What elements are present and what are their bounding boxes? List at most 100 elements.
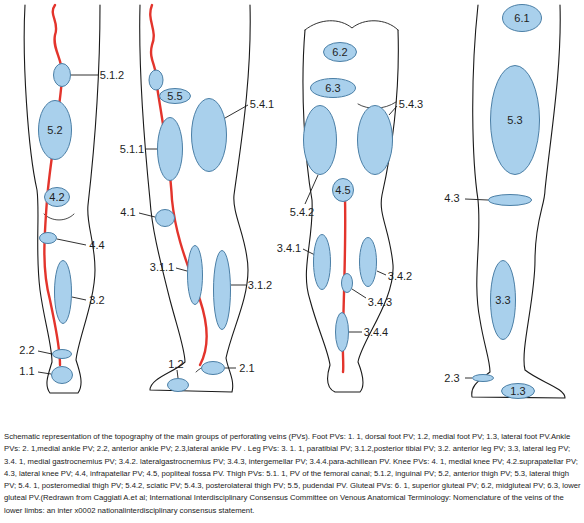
perforator-ellipse [311,79,356,98]
leader-line [303,249,315,255]
leader-line [177,370,178,378]
perforator-ellipse [187,245,203,305]
perforator-group: 3.3 [490,260,516,340]
perforator-ellipse [45,188,70,207]
perforator-ellipse [156,210,175,227]
perforator-group: 5.5 [159,88,191,104]
callout-number: 2.3 [444,372,459,384]
perforator-group: 6.1 [502,4,542,32]
callout-number: 5.4.2 [290,206,314,218]
callout-number: 2.1 [239,362,254,374]
perforator-group: 5.4.3 [357,105,393,175]
perforator-group: 2.3 [472,374,494,382]
leader-line [176,268,187,271]
perforator-group: 3.4.1 [313,234,331,290]
callout-number: 4.4 [89,239,104,251]
callout-number: 6.1 [514,12,529,24]
perforator-group: 5.2 [38,100,72,160]
perforator-group: 4.5 [332,178,354,202]
callout-number: 4.3 [444,192,459,204]
perforator-group: 5.4.1 [191,98,227,172]
perforator-ellipse [53,63,71,87]
perforator-ellipse [359,237,377,287]
perforator-ellipse [502,384,535,399]
leader-line [38,372,51,374]
callout-number: 3.4.3 [368,296,392,308]
leader-line [465,378,472,379]
perforator-ellipse [188,246,203,305]
leader-line [38,351,52,354]
callout-number: 3.2 [89,294,104,306]
callout-number: 3.1.1 [150,261,174,273]
perforator-group: 5.1.2 [53,63,71,87]
perforator-ellipse [158,118,183,181]
great-saphenous-vein [150,5,207,365]
perforator-ellipse [503,5,542,32]
perforator-ellipse [191,98,227,172]
perforator-group: 5.3 [490,65,540,175]
leader-line [352,289,366,298]
perforator-ellipse [341,273,353,293]
callout-number: 4.5 [335,184,350,196]
perforator-ellipse [40,233,57,244]
leg-outline [472,5,565,398]
perforator-group: 6.3 [310,78,356,98]
perforator-ellipse [39,101,72,160]
leader-line [465,199,488,200]
perforator-ellipse [167,378,189,392]
callout-number: 3.3 [495,294,510,306]
perforator-ellipse [39,232,57,244]
perforator-ellipse [488,194,532,206]
perforator-group: 4.4 [39,232,57,244]
perforator-ellipse [54,260,72,324]
perforator-group: 3.2 [54,260,72,324]
leader-line [305,175,318,204]
perforator-ellipse [52,349,72,359]
perforator-group: 4.2 [44,187,70,207]
perforator-ellipse [52,367,73,384]
perforator-ellipse [336,313,349,352]
perforator-group: 2.2 [52,349,72,359]
perforator-group: 3.4.2 [359,237,377,287]
leader-line [225,368,236,369]
callout-number: 4.1 [120,206,135,218]
perforator-ellipse [335,312,349,352]
perforator-group: 4.1 [155,209,175,227]
perforator-ellipse [149,70,163,90]
callout-number: 1.1 [19,365,34,377]
callout-number: 4.2 [49,191,64,203]
perforator-ellipse [168,379,189,392]
callout-number: 6.2 [332,46,347,58]
perforator-ellipse [201,361,225,375]
leader-line [146,149,157,150]
perforator-ellipse [358,106,393,175]
perforator-ellipse [314,235,331,290]
perforator-ellipse [491,261,516,340]
callout-number: 3.4.2 [388,270,412,282]
perforator-ellipse [342,274,353,293]
perforator-group: 2.1 [201,361,225,375]
perforator-ellipse [55,261,72,324]
perforator-ellipse [53,350,72,359]
callout-number: 1.3 [510,385,525,397]
perforator-group: 5.4.2 [303,105,337,175]
perforator-ellipse [155,209,175,227]
perforator-group: 1.1 [51,366,73,384]
callout-number: 3.1.2 [248,279,272,291]
perforator-group: 3.4.4 [335,312,349,352]
callout-number: 5.1.1 [120,143,144,155]
perforator-group: 1.2 [167,378,189,392]
callout-number: 5.2 [47,124,62,136]
perforator-ellipse [214,251,231,330]
leader-line [57,239,86,245]
callout-number: 6.3 [325,82,340,94]
leader-line [72,297,86,300]
knee-contour [44,214,74,220]
perforator-ellipse [213,250,231,330]
callout-number: 5.4.1 [250,98,274,110]
leg-outline [140,5,251,392]
perforator-ellipse [360,238,377,287]
perforator-ellipse [489,195,532,206]
perforator-ellipse [157,117,183,181]
callout-number: 5.5 [167,90,182,102]
